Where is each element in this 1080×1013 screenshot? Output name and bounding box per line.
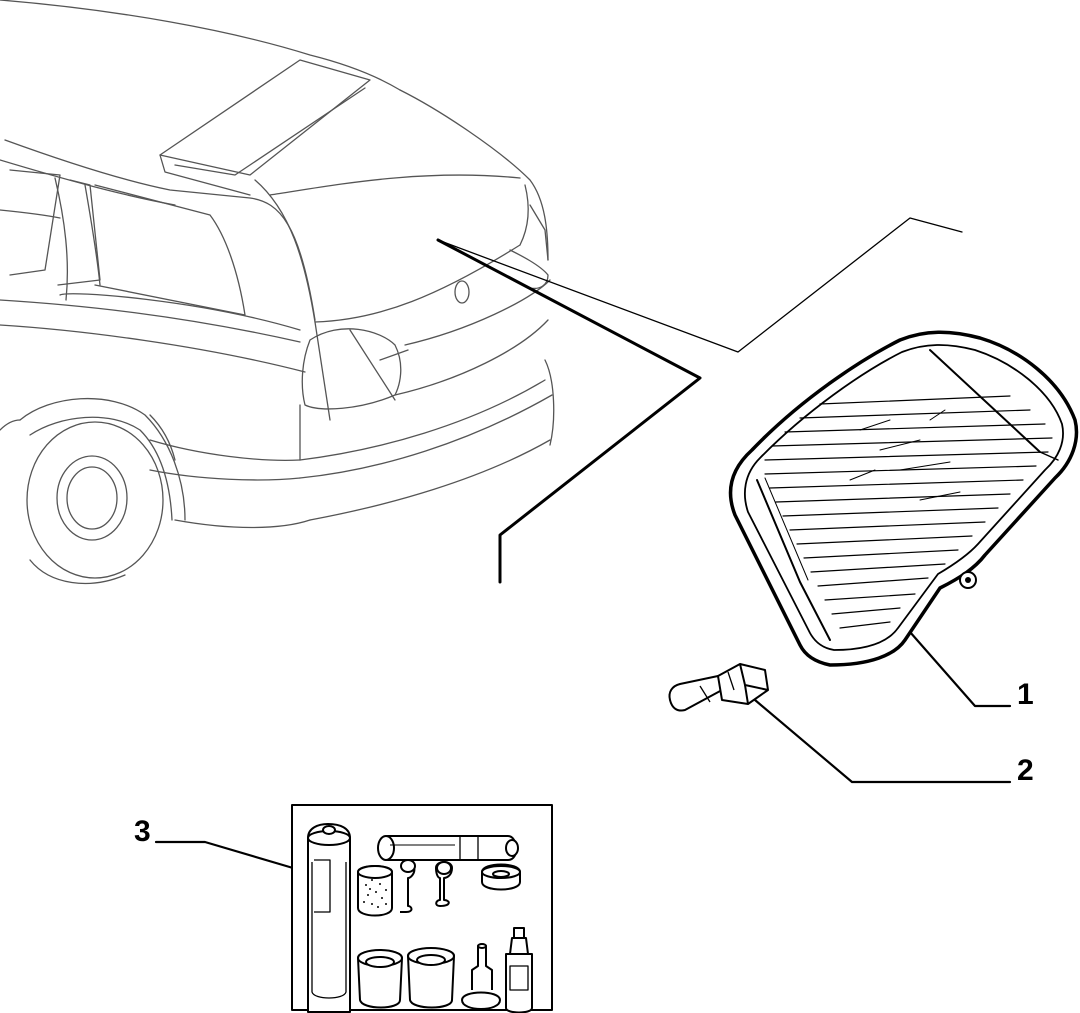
clip-part [668,663,769,712]
callout-2-label: 2 [1017,754,1034,787]
callout-3-label: 3 [134,815,151,848]
adhesive-kit-part [291,804,553,1013]
leader-lines [154,217,1012,870]
callout-1-label: 1 [1017,678,1034,711]
defrost-grid [764,395,1053,629]
rear-window-glass-part [728,330,1079,667]
car-rear-view [0,0,555,585]
